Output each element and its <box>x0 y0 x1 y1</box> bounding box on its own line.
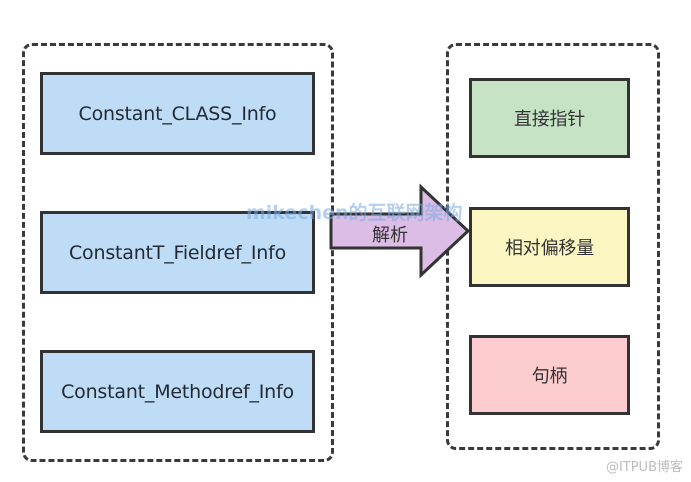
relative-offset-label: 相对偏移量 <box>505 238 594 259</box>
resolve-arrow-label: 解析 <box>372 225 408 246</box>
constant-methodref-info-box: Constant_Methodref_Info <box>40 350 315 433</box>
constant-class-info-box: Constant_CLASS_Info <box>40 72 315 155</box>
direct-pointer-label: 直接指针 <box>513 109 586 130</box>
watermark: mikechen的互联网架构 <box>246 202 463 224</box>
constant-methodref-info-label: Constant_Methodref_Info <box>61 380 294 403</box>
credit-watermark: @ITPUB博客 <box>605 460 683 475</box>
direct-pointer-box: 直接指针 <box>469 78 630 158</box>
relative-offset-box: 相对偏移量 <box>469 207 630 287</box>
constant-fieldref-info-label: ConstantT_Fieldref_Info <box>68 241 286 264</box>
handle-label: 句柄 <box>531 366 568 387</box>
constant-fieldref-info-box: ConstantT_Fieldref_Info <box>40 211 315 294</box>
constant-class-info-label: Constant_CLASS_Info <box>78 102 277 125</box>
handle-box: 句柄 <box>469 335 630 415</box>
